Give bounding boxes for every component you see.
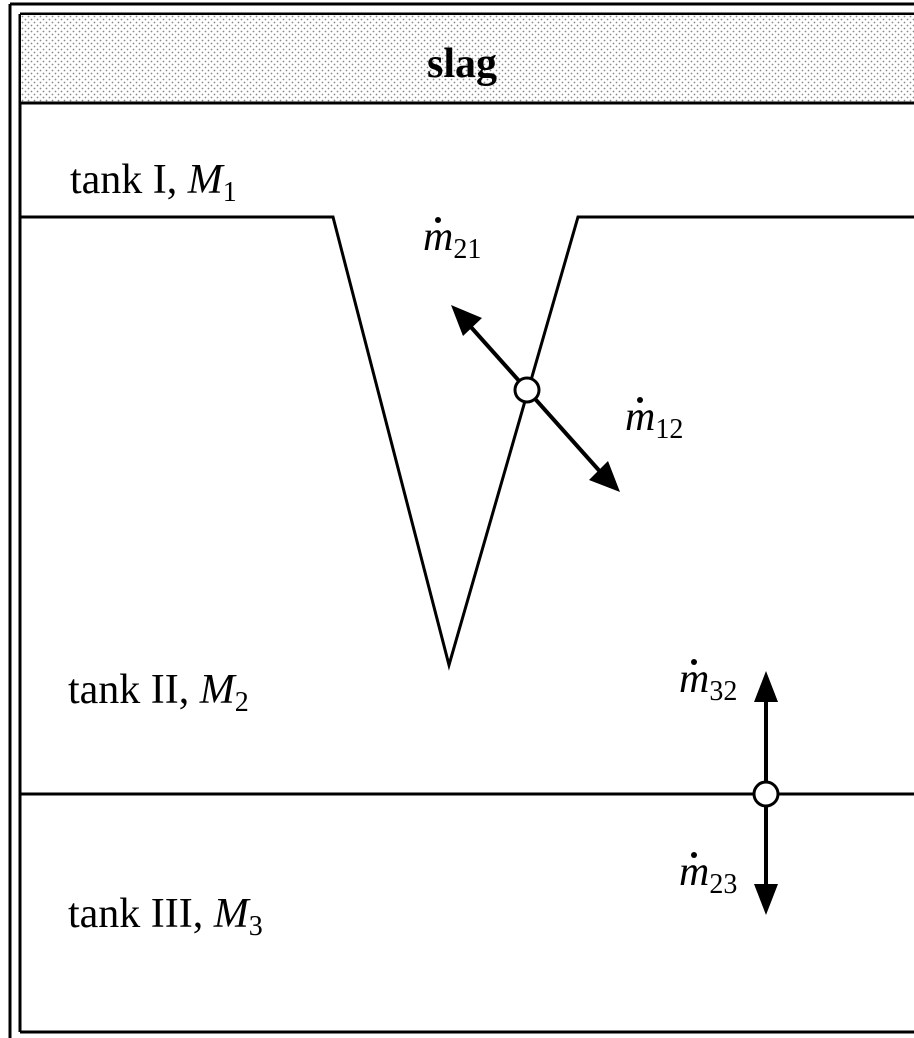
arrowhead-up-left	[451, 305, 482, 336]
slag-layer: slag	[20, 15, 914, 105]
tank-3-label: tank III, M3	[68, 891, 263, 942]
arrowhead-up	[754, 671, 778, 702]
flow-label-m21: m21	[423, 214, 481, 265]
tank-1-label: tank I, M1	[70, 157, 237, 208]
svg-text:m32: m32	[679, 656, 737, 707]
dot-accent	[691, 852, 697, 858]
dot-accent	[691, 659, 697, 665]
flow-arrow-diagonal	[451, 305, 620, 492]
svg-text:m23: m23	[679, 849, 737, 900]
dot-accent	[637, 397, 643, 403]
arrowhead-down-right	[589, 461, 620, 492]
dot-accent	[435, 217, 441, 223]
container-frame	[8, 2, 914, 1038]
flow-arrow-vertical	[752, 671, 780, 915]
slag-label: slag	[427, 41, 497, 87]
arrowhead-down	[754, 884, 778, 915]
flow-label-m23: m23	[679, 849, 737, 900]
svg-text:m12: m12	[625, 394, 683, 445]
tank-boundary-v-notch	[21, 215, 914, 671]
flow-node	[752, 780, 780, 808]
flow-label-m32: m32	[679, 656, 737, 707]
flow-label-m12: m12	[625, 394, 683, 445]
tank-2-label: tank II, M2	[68, 667, 249, 718]
flow-node	[513, 376, 541, 404]
svg-text:m21: m21	[423, 214, 481, 265]
